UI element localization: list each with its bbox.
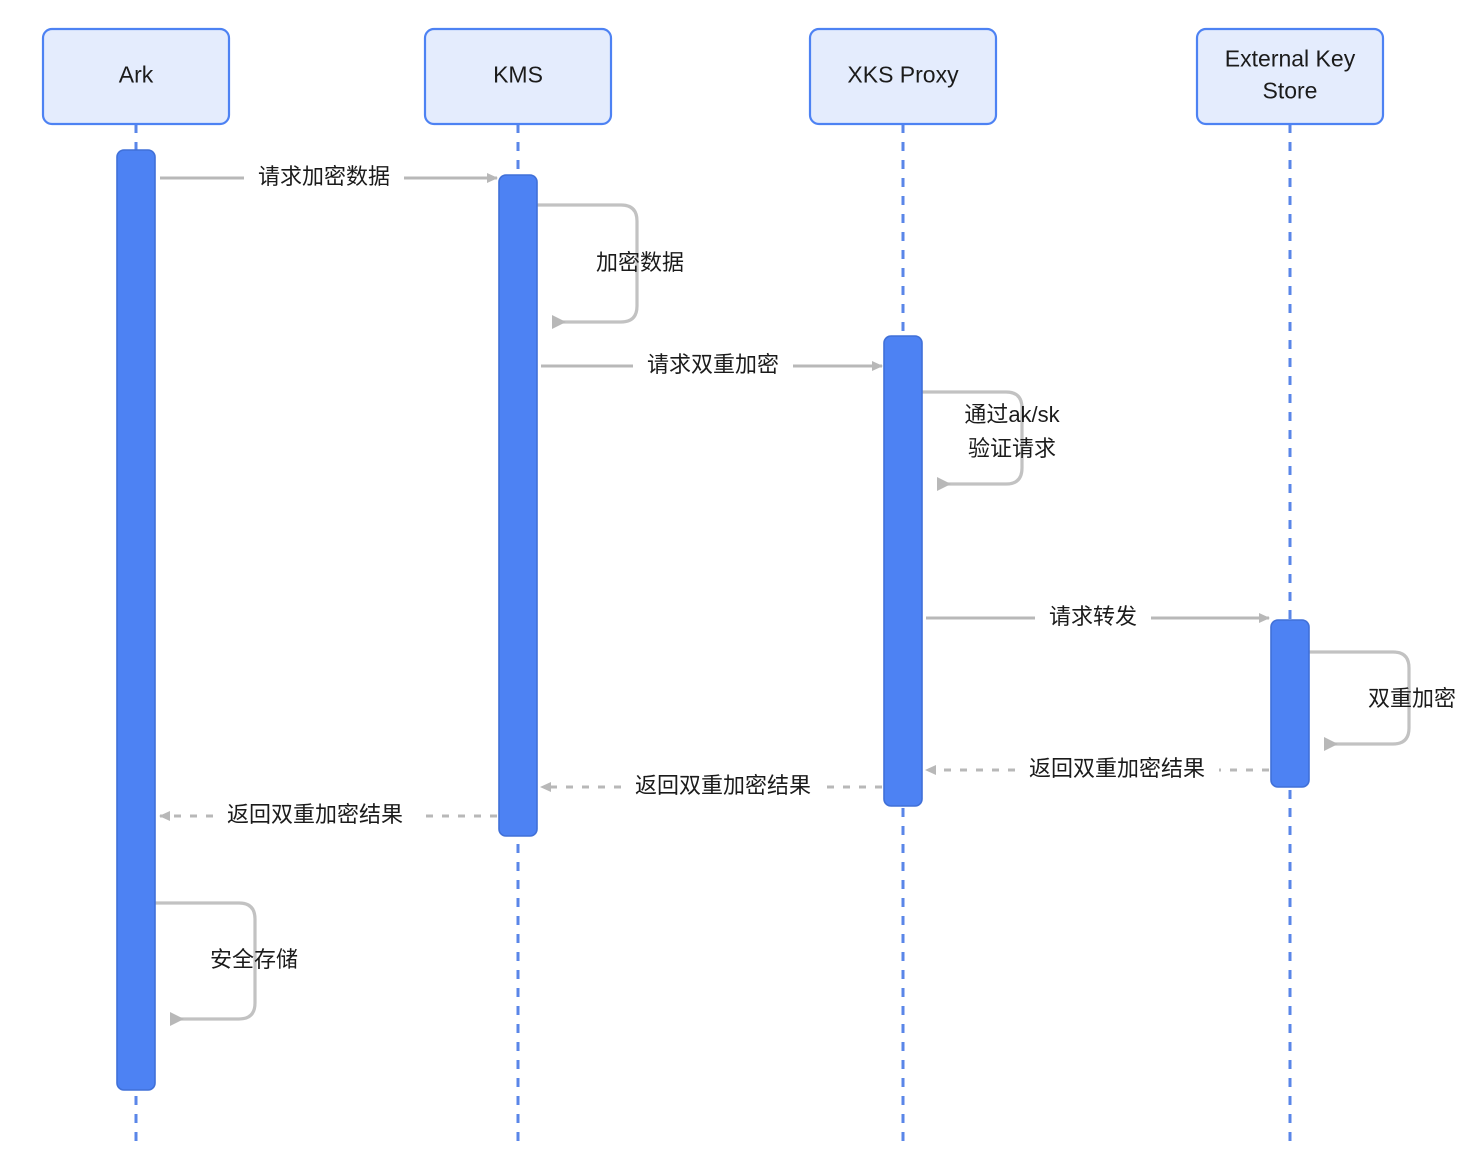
- message-label-m10: 安全存储: [210, 947, 298, 972]
- act-external-key-store[interactable]: [1270, 619, 1310, 788]
- participant-label-external-key-store: Store: [1263, 78, 1318, 104]
- message-label-m7: 返回双重加密结果: [1029, 756, 1205, 781]
- self-message-m2[interactable]: [537, 203, 639, 329]
- participant-label-xks-proxy: XKS Proxy: [847, 62, 959, 88]
- participant-box-kms[interactable]: [423, 27, 613, 126]
- self-message-m6[interactable]: [1309, 650, 1411, 751]
- message-label-m4: 验证请求: [968, 436, 1056, 461]
- message-label-m1: 请求加密数据: [258, 164, 390, 189]
- message-label-m5: 请求转发: [1049, 604, 1137, 629]
- participant-label-external-key-store: External Key: [1225, 46, 1356, 72]
- participant-box-xks-proxy[interactable]: [808, 27, 998, 126]
- messages-layer: [155, 173, 1411, 1026]
- message-label-m4: 通过ak/sk: [964, 402, 1060, 427]
- self-message-m4[interactable]: [922, 390, 1024, 491]
- message-label-m3: 请求双重加密: [647, 352, 779, 377]
- act-ark[interactable]: [116, 149, 156, 1091]
- message-label-m6: 双重加密: [1368, 686, 1456, 711]
- message-label-m2: 加密数据: [596, 250, 684, 275]
- participant-label-kms: KMS: [493, 62, 543, 88]
- activations-layer: [116, 149, 1310, 1091]
- self-message-m10[interactable]: [155, 901, 257, 1026]
- act-kms[interactable]: [498, 174, 538, 837]
- participant-box-ark[interactable]: [41, 27, 231, 126]
- participant-label-ark: Ark: [119, 62, 154, 88]
- message-label-m9: 返回双重加密结果: [227, 802, 403, 827]
- participant-box-external-key-store[interactable]: [1195, 27, 1385, 126]
- message-label-m8: 返回双重加密结果: [635, 773, 811, 798]
- lifelines-layer: [134, 124, 1292, 1145]
- act-xks-proxy[interactable]: [883, 335, 923, 807]
